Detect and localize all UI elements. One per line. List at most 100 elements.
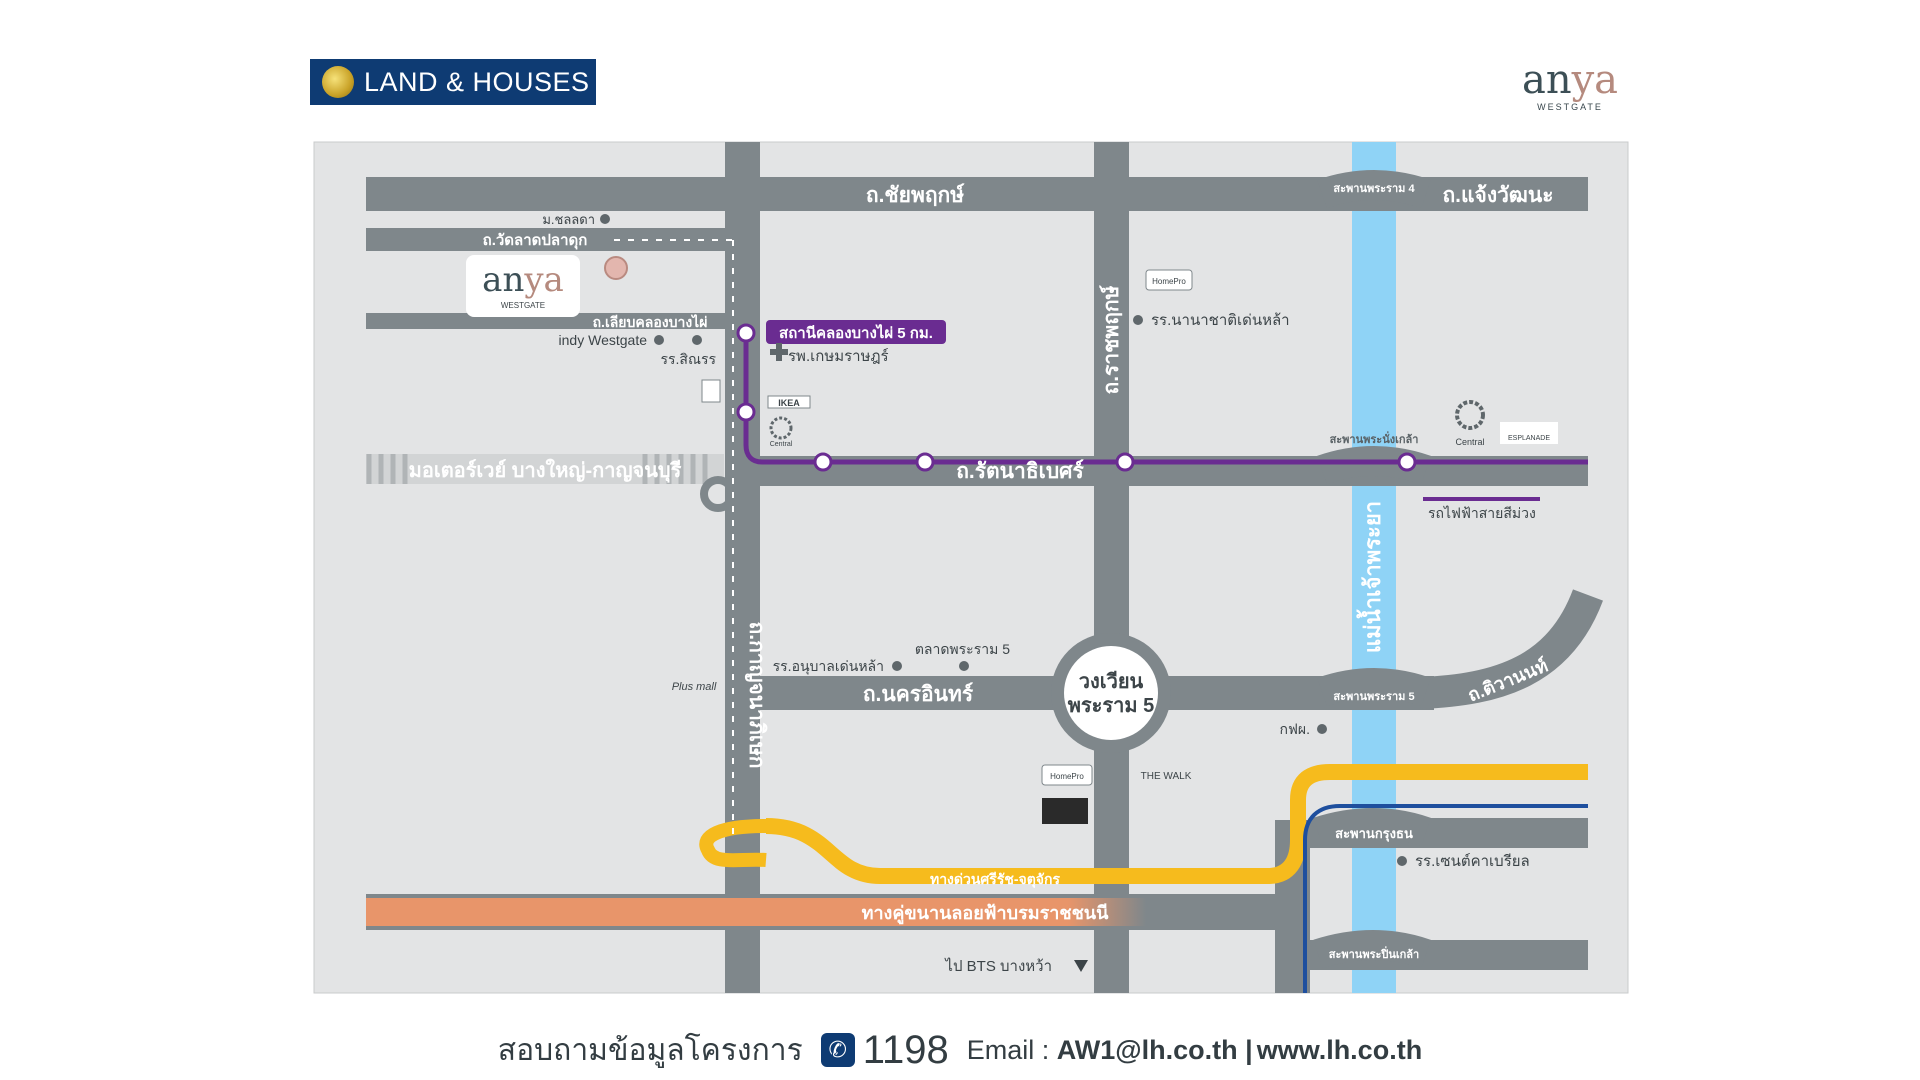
ratchaphruek-label: ถ.ราชพฤกษ์	[1099, 285, 1123, 394]
brand-name: LAND & HOUSES	[364, 66, 590, 97]
egat-dot	[1317, 724, 1327, 734]
roundabout-label-line1: วงเวียน	[1079, 670, 1144, 693]
inquiry-text: สอบถามข้อมูลโครงการ	[497, 1033, 803, 1067]
station-5	[1115, 452, 1135, 472]
svg-text:THE WALK: THE WALK	[1141, 771, 1192, 782]
hospital-cross-icon	[770, 343, 788, 361]
station-2	[736, 402, 756, 422]
crystal-logo	[1042, 798, 1088, 824]
kasemrad-label: รพ.เกษมราษฎร์	[788, 348, 889, 365]
esplanade-logo: ESPLANADE	[1500, 422, 1558, 444]
wat-lat-pla-duk-label: ถ.วัดลาดปลาดุก	[483, 232, 588, 250]
route-dashes	[614, 239, 734, 840]
footer-contact: สอบถามข้อมูลโครงการ ✆ 1198 Email : AW1@l…	[0, 1020, 1920, 1080]
rama4-bridge-arc	[1317, 170, 1431, 209]
chollada-dot	[600, 214, 610, 224]
kanchanaphisek-road	[725, 142, 760, 993]
market-label: ตลาดพระราม 5	[915, 641, 1010, 657]
liap-khlong-label: ถ.เลียบคลองบางไผ่	[593, 313, 708, 330]
chao-phraya-river	[1352, 142, 1396, 993]
footer-separator: |	[1245, 1034, 1253, 1065]
the-walk-logo: THE WALK	[1141, 771, 1192, 782]
chaiyaphruek-label: ถ.ชัยพฤกษ์	[866, 183, 965, 207]
bts-label: ไป BTS บางหว้า	[944, 957, 1052, 975]
st-cabrini-dot	[1397, 856, 1407, 866]
station-badge-label: สถานีคลองบางไผ่ 5 กม.	[779, 323, 933, 342]
expressway-label: ทางด่วนศรีรัช-จตุจักร	[930, 871, 1061, 888]
svg-text:Plus mall: Plus mall	[672, 681, 717, 693]
wat-lat-pla-duk-road	[366, 228, 736, 251]
rama4-bridge-label: สะพานพระราม 4	[1333, 183, 1415, 195]
ikea-logo: IKEA	[767, 395, 811, 409]
silpakorn-label: รร.สิณรร	[660, 351, 716, 367]
nonthaburi-bridge-label: สะพานพระนั่งเกล้า	[1330, 431, 1419, 446]
station-3	[813, 452, 833, 472]
rattanathibet-label: ถ.รัตนาธิเบศร์	[956, 459, 1084, 483]
plus-mall-logo: Plus mall	[672, 681, 717, 693]
market-dot	[959, 661, 969, 671]
station-badge	[766, 320, 946, 344]
chaengwattana-label: ถ.แจ้งวัฒนะ	[1442, 183, 1553, 207]
legend-purple-label: รถไฟฟ้าสายสีม่วง	[1428, 505, 1536, 521]
anuban-dot	[892, 661, 902, 671]
parallel-road-highlight	[366, 898, 1146, 926]
phone-group[interactable]: ✆ 1198	[820, 1027, 949, 1073]
station-6	[1397, 452, 1417, 472]
roundabout-center	[1064, 646, 1158, 740]
project-location-pin	[604, 256, 628, 280]
anya-westgate-logo: anya WESTGATE	[1500, 58, 1640, 118]
indy-label: indy Westgate	[559, 332, 648, 348]
project-label-box	[466, 255, 580, 317]
homepro-logo-2: HomePro	[1041, 764, 1093, 786]
kanchanaphisek-label: ถ.กาญจนาภิเษก	[744, 622, 768, 769]
nanachat-label: รร.นานาชาติเด่นหล้า	[1151, 312, 1290, 329]
svg-text:HomePro: HomePro	[1152, 277, 1186, 286]
nanachat-dot	[1133, 315, 1143, 325]
phone-icon: ✆	[820, 1033, 855, 1067]
indy-dot	[654, 335, 664, 345]
anya-logo-accent: ya	[1571, 57, 1619, 103]
land-and-houses-logo: LAND & HOUSES	[310, 59, 596, 105]
svg-text:HomePro: HomePro	[1050, 772, 1084, 781]
purple-line	[743, 333, 1588, 465]
tiwanon-road	[1419, 588, 1603, 709]
motorway-stripes	[366, 454, 724, 484]
krungthon-bridge-label: สะพานกรุงธน	[1335, 826, 1413, 842]
email-address[interactable]: AW1@lh.co.th	[1056, 1034, 1238, 1065]
rama5-bridge-arc	[1317, 668, 1431, 707]
svg-text:Central: Central	[1455, 437, 1484, 447]
website-link[interactable]: www.lh.co.th	[1256, 1034, 1423, 1065]
roundabout-label-line2: พระราม 5	[1068, 695, 1155, 717]
svg-text:Central: Central	[770, 441, 793, 448]
anya-logo-sub: WESTGATE	[1537, 102, 1603, 112]
expressway-line	[765, 764, 1588, 884]
email-label: Email :	[966, 1034, 1050, 1065]
river-label: แม่น้ำเจ้าพระยา	[1356, 501, 1385, 653]
krungthon-bridge-arc	[1313, 808, 1431, 847]
central-logo-1: Central	[769, 416, 793, 448]
anya-logo-word: anya	[1521, 57, 1619, 103]
central-logo-2: Central	[1455, 400, 1485, 447]
station-khlong-bang-phai	[736, 323, 756, 343]
egat-label: กฟผ.	[1280, 721, 1310, 737]
chollada-label: ม.ชลลดา	[542, 212, 595, 227]
blue-line	[1303, 804, 1588, 993]
coin-emblem-icon	[322, 66, 354, 98]
pin-logo-word: anya	[482, 260, 564, 300]
phone-number[interactable]: 1198	[862, 1027, 949, 1072]
pin-logo-sub: WESTGATE	[501, 301, 545, 310]
svg-text:IKEA: IKEA	[778, 398, 800, 408]
school-crest-icon	[701, 379, 721, 403]
pinklao-bridge-arc	[1313, 930, 1431, 969]
liap-khlong-road	[366, 313, 736, 329]
homepro-logo-1: HomePro	[1145, 269, 1193, 291]
parallel-road-label: ทางคู่ขนานลอยฟ้าบรมราชชนนี	[862, 903, 1110, 925]
st-cabrini-label: รร.เซนต์คาเบรียล	[1415, 853, 1530, 870]
station-4	[915, 452, 935, 472]
rama5-bridge-label: สะพานพระราม 5	[1333, 691, 1414, 703]
anuban-label: รร.อนุบาลเด่นหล้า	[773, 658, 884, 675]
nakhon-in-label: ถ.นครอินทร์	[863, 682, 974, 706]
bts-arrow-icon	[1074, 960, 1088, 972]
svg-text:ESPLANADE: ESPLANADE	[1508, 435, 1550, 442]
location-map: anya WESTGATE ถ.ชัยพฤกษ์ ถ.แจ้งวัฒนะ ถ.ว…	[313, 141, 1629, 994]
